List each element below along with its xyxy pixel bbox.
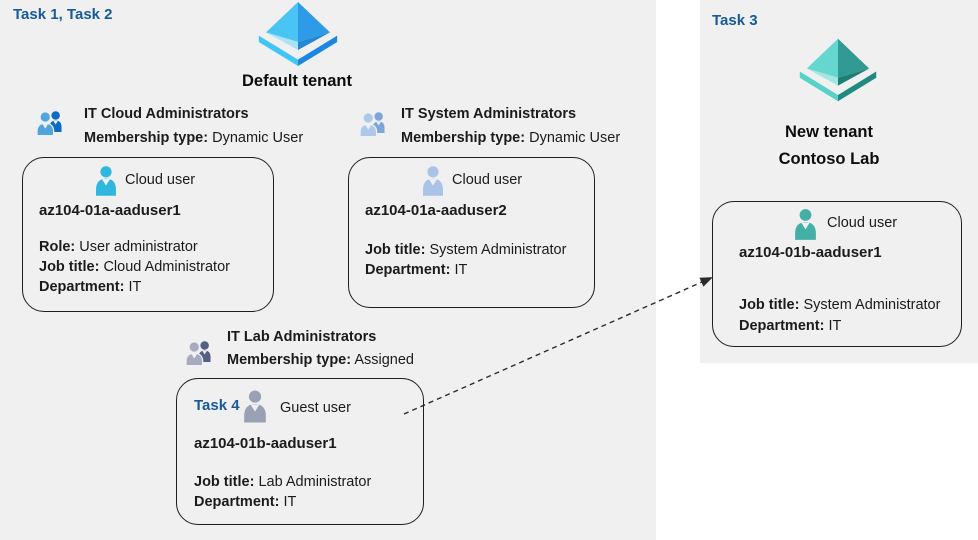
user-field-job-title: Job title: Cloud Administrator: [39, 257, 230, 277]
group-membership-cloud-admins: Membership type: Dynamic User: [84, 129, 303, 148]
default-tenant-title: Default tenant: [241, 72, 352, 90]
user-type-label: Cloud user: [452, 172, 523, 188]
user-type-label: Cloud user: [827, 215, 898, 231]
field-label: Role:: [39, 239, 76, 255]
field-label: Department:: [194, 494, 280, 510]
field-value: IT: [454, 262, 468, 278]
membership-label: Membership type:: [84, 130, 209, 146]
field-value: IT: [283, 494, 297, 510]
field-value: Cloud Administrator: [103, 259, 230, 275]
membership-value: Dynamic User: [529, 130, 621, 146]
field-value: Lab Administrator: [258, 474, 372, 490]
membership-label: Membership type:: [227, 352, 352, 368]
user-type-label: Guest user: [280, 400, 351, 416]
group-icon-lab-admins: [186, 341, 211, 366]
group-membership-system-admins: Membership type: Dynamic User: [401, 129, 620, 148]
task-4-label: Task 4: [194, 397, 240, 414]
default-tenant-icon: [258, 2, 338, 66]
field-value: IT: [828, 318, 842, 334]
user-field-department: Department: IT: [739, 316, 940, 337]
user-field-department: Department: IT: [194, 492, 371, 512]
user-field-job-title: Job title: Lab Administrator: [194, 472, 371, 492]
field-value: System Administrator: [429, 242, 567, 258]
user-type-label: Cloud user: [125, 172, 196, 188]
task-1-2-label: Task 1, Task 2: [13, 6, 113, 23]
default-tenant-panel: [0, 0, 656, 540]
group-membership-lab-admins: Membership type: Assigned: [227, 351, 414, 370]
field-label: Job title:: [739, 297, 800, 313]
user-field-job-title: Job title: System Administrator: [739, 295, 940, 316]
new-tenant-title-line2: Contoso Lab: [778, 150, 880, 168]
task-3-label: Task 3: [712, 12, 758, 29]
field-label: Job title:: [39, 259, 100, 275]
field-value: User administrator: [79, 239, 198, 255]
user-name: az104-01a-aaduser1: [39, 202, 181, 219]
cloud-user-icon: [423, 166, 443, 196]
field-label: Job title:: [365, 242, 426, 258]
user-card-aaduser2: Cloud user az104-01a-aaduser2 Job title:…: [348, 157, 595, 308]
user-field-department: Department: IT: [39, 277, 230, 297]
field-label: Job title:: [194, 474, 255, 490]
membership-label: Membership type:: [401, 130, 526, 146]
field-label: Department:: [365, 262, 451, 278]
user-card-aaduser1: Cloud user az104-01a-aaduser1 Role: User…: [22, 157, 274, 312]
group-icon-cloud-admins: [37, 111, 62, 136]
user-name: az104-01a-aaduser2: [365, 202, 507, 219]
user-name: az104-01b-aaduser1: [739, 244, 882, 261]
field-label: Department:: [39, 279, 125, 295]
guest-user-card: Task 4 Guest user az104-01b-aaduser1 Job…: [176, 378, 424, 525]
user-field-role: Role: User administrator: [39, 237, 230, 257]
membership-value: Dynamic User: [212, 130, 304, 146]
user-field-job-title: Job title: System Administrator: [365, 240, 566, 260]
field-value: IT: [128, 279, 142, 295]
membership-value: Assigned: [354, 352, 414, 368]
new-tenant-user-card: Cloud user az104-01b-aaduser1 Job title:…: [712, 201, 962, 347]
user-name: az104-01b-aaduser1: [194, 435, 337, 452]
guest-user-icon: [244, 390, 266, 423]
cloud-user-icon: [795, 209, 816, 240]
new-tenant-title-line1: New tenant: [784, 123, 873, 141]
group-name-system-admins: IT System Administrators: [401, 106, 577, 122]
field-value: System Administrator: [803, 297, 941, 313]
field-label: Department:: [739, 318, 825, 334]
cloud-user-icon: [96, 166, 116, 196]
user-field-department: Department: IT: [365, 260, 566, 280]
group-name-lab-admins: IT Lab Administrators: [227, 329, 377, 345]
group-icon-system-admins: [360, 112, 385, 137]
group-name-cloud-admins: IT Cloud Administrators: [84, 106, 249, 122]
new-tenant-icon: [799, 38, 877, 102]
